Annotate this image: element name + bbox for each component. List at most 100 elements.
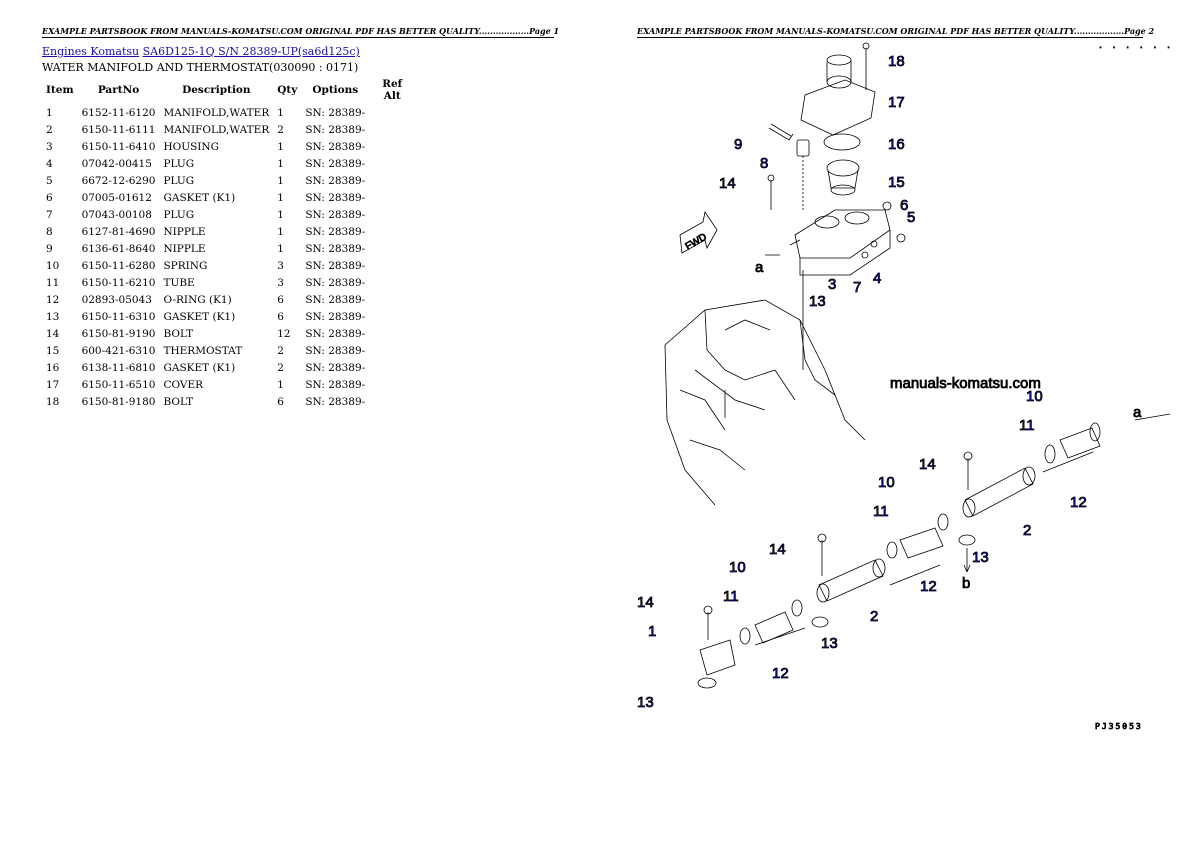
cell-item: 11 bbox=[46, 276, 60, 289]
callout-14: 14 bbox=[919, 456, 936, 473]
cell-description: NIPPLE bbox=[163, 225, 206, 238]
callout-4: 4 bbox=[873, 270, 881, 287]
cell-description: GASKET (K1) bbox=[163, 310, 236, 323]
cell-refalt bbox=[369, 257, 415, 274]
cell-options: SN: 28389- bbox=[305, 395, 366, 408]
cell-partno: 6127-81-4690 bbox=[81, 225, 156, 238]
ref-b: b bbox=[962, 575, 970, 592]
callout-8: 8 bbox=[760, 155, 768, 172]
callout-13: 13 bbox=[637, 694, 654, 711]
callout-14: 14 bbox=[637, 594, 654, 611]
cell-options: SN: 28389- bbox=[305, 293, 366, 306]
cell-refalt bbox=[369, 104, 415, 121]
cell-refalt bbox=[369, 138, 415, 155]
cell-partno: 6150-11-6280 bbox=[81, 259, 156, 272]
cell-item: 16 bbox=[46, 361, 60, 374]
table-header-row: Item PartNo Description Qty Options Ref … bbox=[42, 76, 415, 104]
cell-partno: 6150-11-6510 bbox=[81, 378, 156, 391]
cell-options: SN: 28389- bbox=[305, 123, 366, 136]
cell-partno: 6150-11-6210 bbox=[81, 276, 156, 289]
cell-item: 15 bbox=[46, 344, 60, 357]
cell-item: 6 bbox=[46, 191, 53, 204]
drawing-code: PJ35053 bbox=[1095, 722, 1143, 731]
cell-refalt bbox=[369, 189, 415, 206]
cell-qty: 1 bbox=[277, 378, 284, 391]
callout-13: 13 bbox=[809, 293, 826, 310]
cell-item: 18 bbox=[46, 395, 60, 408]
cell-options: SN: 28389- bbox=[305, 174, 366, 187]
cell-description: MANIFOLD,WATER bbox=[163, 123, 270, 136]
cell-partno: 6150-11-6111 bbox=[81, 123, 156, 136]
callout-17: 17 bbox=[888, 94, 905, 111]
breadcrumb-link-model[interactable]: SA6D125-1Q S/N 28389-UP(sa6d125c) bbox=[142, 45, 360, 58]
cell-qty: 2 bbox=[277, 361, 284, 374]
cell-partno: 07042-00415 bbox=[81, 157, 152, 170]
callout-13: 13 bbox=[821, 635, 838, 652]
callout-12: 12 bbox=[920, 578, 937, 595]
cell-partno: 6150-81-9180 bbox=[81, 395, 156, 408]
page-header: EXAMPLE PARTSBOOK FROM MANUALS-KOMATSU.C… bbox=[637, 26, 1155, 38]
cell-refalt bbox=[369, 223, 415, 240]
diagram-page: EXAMPLE PARTSBOOK FROM MANUALS-KOMATSU.C… bbox=[595, 0, 1190, 842]
callout-14: 14 bbox=[719, 175, 736, 192]
cell-description: BOLT bbox=[163, 327, 194, 340]
cell-description: THERMOSTAT bbox=[163, 344, 243, 357]
cell-refalt bbox=[369, 172, 415, 189]
cell-qty: 1 bbox=[277, 157, 284, 170]
cell-item: 17 bbox=[46, 378, 60, 391]
cell-description: GASKET (K1) bbox=[163, 361, 236, 374]
cell-qty: 6 bbox=[277, 293, 284, 306]
cell-description: MANIFOLD,WATER bbox=[163, 106, 270, 119]
callout-3: 3 bbox=[828, 276, 836, 293]
watermark: manuals-komatsu.com bbox=[890, 375, 1041, 392]
cell-qty: 1 bbox=[277, 225, 284, 238]
cell-qty: 12 bbox=[277, 327, 291, 340]
parts-list-page: EXAMPLE PARTSBOOK FROM MANUALS-KOMATSU.C… bbox=[42, 26, 559, 410]
col-header-options: Options bbox=[312, 84, 359, 96]
cell-options: SN: 28389- bbox=[305, 225, 366, 238]
cell-description: PLUG bbox=[163, 174, 195, 187]
callout-1: 1 bbox=[648, 623, 656, 640]
breadcrumb-link-engines[interactable]: Engines Komatsu bbox=[42, 45, 140, 58]
cell-refalt bbox=[369, 325, 415, 342]
exploded-parts-diagram: . . . . . . bbox=[637, 41, 1172, 732]
cell-description: NIPPLE bbox=[163, 242, 206, 255]
cell-qty: 1 bbox=[277, 174, 284, 187]
cell-qty: 1 bbox=[277, 106, 284, 119]
cell-qty: 1 bbox=[277, 242, 284, 255]
cell-description: O-RING (K1) bbox=[163, 293, 232, 306]
cell-description: SPRING bbox=[163, 259, 208, 272]
cell-refalt bbox=[369, 274, 415, 291]
cell-refalt bbox=[369, 393, 415, 410]
cell-qty: 1 bbox=[277, 140, 284, 153]
cell-description: GASKET (K1) bbox=[163, 191, 236, 204]
cell-qty: 2 bbox=[277, 123, 284, 136]
table-row: 2 6150-11-6111 MANIFOLD,WATER 2 SN: 28389- bbox=[42, 121, 415, 138]
cell-options: SN: 28389- bbox=[305, 361, 366, 374]
cell-description: HOUSING bbox=[163, 140, 219, 153]
page-title: WATER MANIFOLD AND THERMOSTAT(030090 : 0… bbox=[42, 61, 359, 74]
cell-item: 2 bbox=[46, 123, 53, 136]
cell-partno: 6150-81-9190 bbox=[81, 327, 156, 340]
cell-partno: 6150-11-6310 bbox=[81, 310, 156, 323]
table-row: 12 02893-05043 O-RING (K1) 6 SN: 28389- bbox=[42, 291, 415, 308]
callout-7: 7 bbox=[853, 279, 861, 296]
cell-partno: 02893-05043 bbox=[81, 293, 152, 306]
callout-12: 12 bbox=[1070, 494, 1087, 511]
cell-partno: 07043-00108 bbox=[81, 208, 152, 221]
cell-item: 7 bbox=[46, 208, 53, 221]
cell-item: 12 bbox=[46, 293, 60, 306]
cell-options: SN: 28389- bbox=[305, 191, 366, 204]
cell-partno: 600-421-6310 bbox=[81, 344, 156, 357]
cell-qty: 2 bbox=[277, 344, 284, 357]
callout-11: 11 bbox=[723, 588, 739, 605]
col-header-partno: PartNo bbox=[97, 84, 140, 96]
callout-6: 6 bbox=[900, 197, 908, 214]
water-manifold-pipes-drawing bbox=[697, 413, 1171, 689]
